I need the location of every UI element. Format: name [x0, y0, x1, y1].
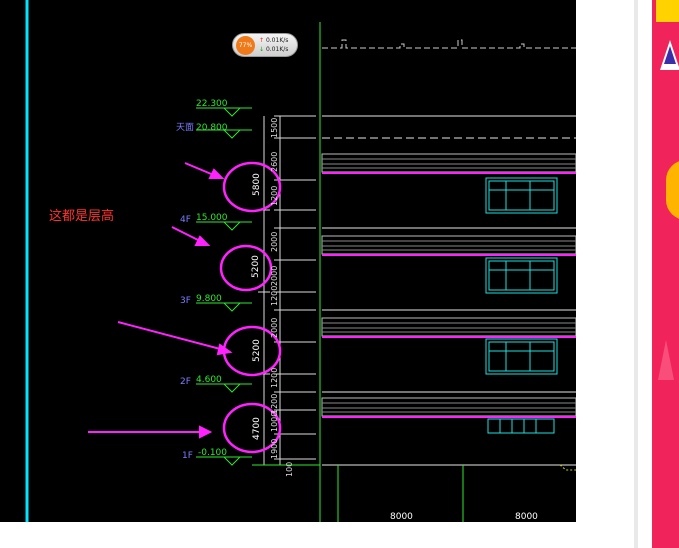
ad-graphic — [656, 0, 679, 22]
elevation-drawing: 22.300 天面 20.800 4F 15.000 3F 9.800 2F 4… — [25, 0, 576, 522]
dim-segment: 1200 — [270, 394, 279, 414]
floor-label: 3F — [180, 296, 191, 306]
storey-height: 5200 — [251, 255, 261, 278]
ad-graphic — [666, 160, 679, 220]
ground-line — [559, 464, 576, 471]
elevation-value: 9.800 — [196, 294, 222, 304]
dim-segment: 1200 — [270, 286, 279, 306]
floor-lines — [322, 115, 576, 466]
page-gap — [576, 0, 634, 548]
annotation-note: 这都是层高 — [49, 209, 115, 224]
storey-height: 4700 — [252, 417, 262, 440]
cad-drawing-canvas[interactable]: 22.300 天面 20.800 4F 15.000 3F 9.800 2F 4… — [0, 0, 576, 522]
dim-segment: 100 — [285, 462, 294, 477]
bay-dimension: 8000 — [390, 512, 413, 522]
bottom-grid — [337, 465, 464, 522]
upload-speed: ↑ 0.01K/s — [259, 37, 289, 44]
elevation-value: 20.800 — [196, 123, 228, 133]
storey-height-texts: 5800 5200 5200 4700 — [251, 173, 262, 440]
elevation-value: 4.600 — [196, 375, 222, 385]
dimension-segment-texts: 1500 2600 1200 2000 2000 1200 2000 1200 … — [270, 118, 294, 477]
down-arrow-icon: ↓ — [259, 46, 265, 53]
dim-segment: 2000 — [270, 266, 279, 286]
download-speed: ↓ 0.01K/s — [259, 46, 289, 53]
floor-label: 2F — [180, 377, 191, 387]
roof-outline — [322, 39, 576, 49]
dim-segment: 1200 — [270, 368, 279, 388]
dim-segment: 1000 — [270, 412, 279, 432]
dimension-lines — [258, 115, 316, 466]
dim-segment: 2600 — [270, 152, 279, 172]
windows — [485, 177, 558, 434]
cpu-percent-badge: 77% — [236, 36, 255, 55]
elevation-texts: 22.300 天面 20.800 4F 15.000 3F 9.800 2F 4… — [176, 99, 228, 461]
ad-graphic — [658, 340, 674, 380]
floor-label: 4F — [180, 215, 191, 225]
elevation-value: 15.000 — [196, 213, 228, 223]
elevation-markers — [196, 107, 320, 466]
annotation-arrows — [88, 162, 233, 439]
dim-segment: 2000 — [270, 318, 279, 338]
dim-segment: 2000 — [270, 232, 279, 252]
ad-banner[interactable] — [652, 0, 679, 548]
railing-bands — [321, 153, 576, 418]
dim-segment: 1900 — [270, 439, 279, 459]
storey-height: 5200 — [252, 339, 262, 362]
dim-segment: 1500 — [270, 118, 279, 138]
elevation-value: -0.100 — [198, 448, 227, 458]
scrollbar[interactable] — [634, 0, 638, 548]
elevation-value: 22.300 — [196, 99, 228, 109]
bay-dimension: 8000 — [515, 512, 538, 522]
floor-label: 1F — [182, 451, 193, 461]
storey-height: 5800 — [252, 173, 262, 196]
floor-label: 天面 — [176, 122, 194, 133]
dim-segment: 1200 — [270, 186, 279, 206]
up-arrow-icon: ↑ — [259, 37, 265, 44]
network-speed-widget[interactable]: 77% ↑ 0.01K/s ↓ 0.01K/s — [232, 33, 298, 57]
storey-highlight-circles — [219, 161, 282, 454]
bay-dimension-texts: 8000 8000 — [390, 512, 538, 522]
ad-graphic — [664, 46, 676, 64]
